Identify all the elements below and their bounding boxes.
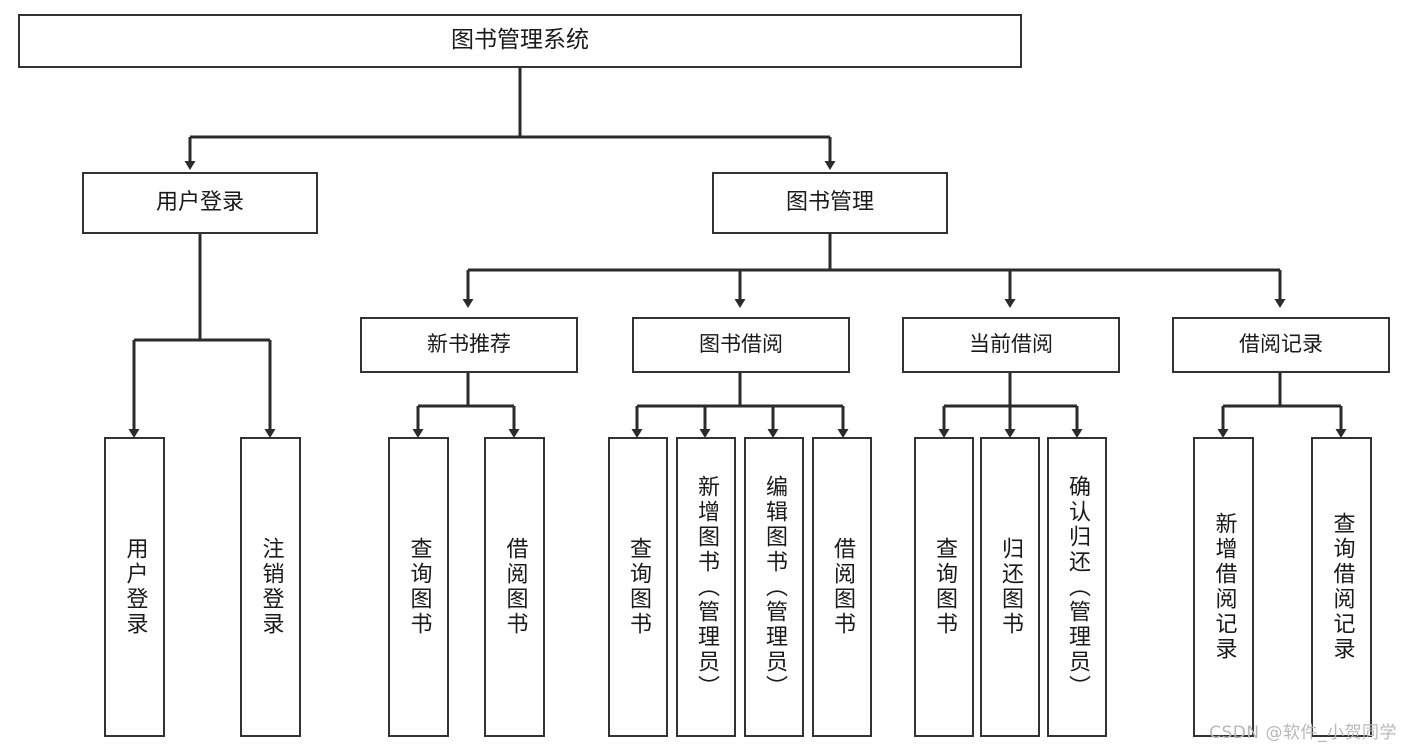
node-label: 借阅图书 — [830, 537, 855, 637]
node-label: 图书管理 — [785, 189, 874, 215]
node-user-login[interactable]: 用户登录 — [82, 172, 318, 234]
node-borrow-record[interactable]: 借阅记录 — [1172, 317, 1390, 373]
leaf-borrow-add-book[interactable]: 新增图书（管理员） — [676, 437, 736, 737]
node-label: 借阅图书 — [502, 537, 528, 637]
node-label: 查询图书 — [932, 537, 957, 637]
node-label: 当前借阅 — [969, 332, 1053, 357]
node-label: 归还图书 — [998, 537, 1023, 637]
node-book-management[interactable]: 图书管理 — [712, 172, 948, 234]
node-label: 注销登录 — [258, 537, 284, 637]
node-label: 新增借阅记录 — [1211, 512, 1237, 662]
node-label: 编辑图书（管理员） — [762, 474, 787, 700]
leaf-borrow-edit-book[interactable]: 编辑图书（管理员） — [744, 437, 804, 737]
node-label: 用户登录 — [155, 189, 244, 215]
watermark: CSDN @软件_小贺同学 — [1209, 723, 1397, 743]
leaf-record-query-record[interactable]: 查询借阅记录 — [1311, 437, 1372, 737]
leaf-newbook-query-book[interactable]: 查询图书 — [388, 437, 449, 737]
leaf-user-logout[interactable]: 注销登录 — [240, 437, 301, 737]
node-book-borrow[interactable]: 图书借阅 — [632, 317, 850, 373]
node-label: 查询图书 — [406, 537, 432, 637]
leaf-borrow-borrow-book[interactable]: 借阅图书 — [812, 437, 872, 737]
node-label: 查询图书 — [626, 537, 651, 637]
node-label: 图书管理系统 — [451, 27, 589, 54]
leaf-current-confirm-return[interactable]: 确认归还（管理员） — [1047, 437, 1107, 737]
node-label: 图书借阅 — [699, 332, 783, 357]
node-new-book-recommend[interactable]: 新书推荐 — [360, 317, 578, 373]
node-label: 新书推荐 — [427, 332, 511, 357]
leaf-current-query-book[interactable]: 查询图书 — [914, 437, 974, 737]
node-root[interactable]: 图书管理系统 — [18, 14, 1022, 68]
leaf-record-add-record[interactable]: 新增借阅记录 — [1193, 437, 1254, 737]
node-label: 借阅记录 — [1239, 332, 1323, 357]
leaf-current-return-book[interactable]: 归还图书 — [980, 437, 1040, 737]
node-label: 确认归还（管理员） — [1065, 474, 1090, 700]
node-label: 新增图书（管理员） — [694, 474, 719, 700]
node-label: 查询借阅记录 — [1329, 512, 1355, 662]
leaf-newbook-borrow-book[interactable]: 借阅图书 — [484, 437, 545, 737]
leaf-user-login[interactable]: 用户登录 — [104, 437, 165, 737]
node-current-borrow[interactable]: 当前借阅 — [902, 317, 1120, 373]
leaf-borrow-query-book[interactable]: 查询图书 — [608, 437, 668, 737]
node-label: 用户登录 — [122, 537, 148, 637]
